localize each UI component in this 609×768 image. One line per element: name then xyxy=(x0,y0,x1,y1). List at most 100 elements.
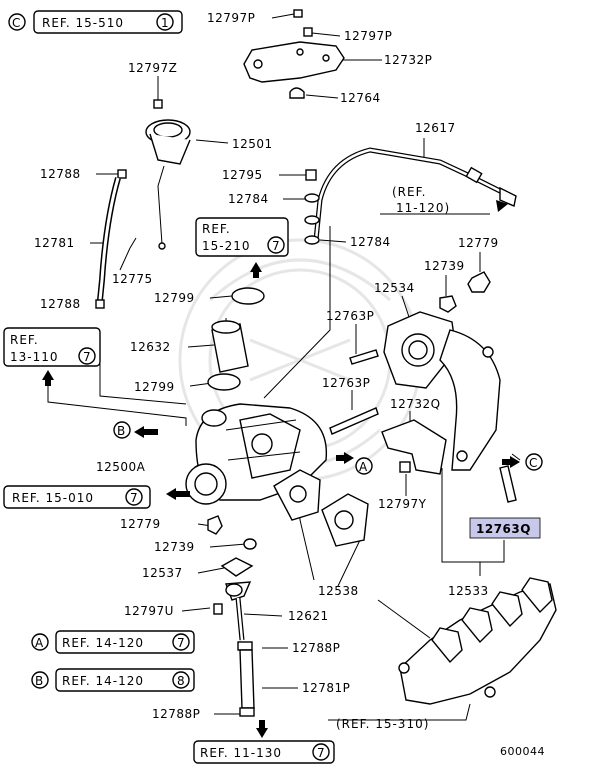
gasket-12537 xyxy=(220,557,254,577)
ref-13-110-line2: 13-110 xyxy=(10,350,59,364)
ref-15-210[interactable]: REF. 15-210 7 xyxy=(195,217,289,257)
ref-14-120-a-num: 7 xyxy=(177,636,186,650)
bracket-12732Q xyxy=(381,419,447,475)
ref-14-120-a-text: REF. 14-120 xyxy=(62,636,144,650)
clamp-12788P-b xyxy=(239,707,255,717)
ref-11-130[interactable]: REF. 11-130 7 xyxy=(193,740,335,764)
ref-15-210-line1: REF. xyxy=(202,222,231,236)
ref-15-010[interactable]: REF. 15-010 7 xyxy=(3,485,151,509)
washer-12739-a xyxy=(439,295,457,313)
label-12799-a: 12799 xyxy=(154,291,195,305)
clamp-12799-a xyxy=(231,287,265,305)
part-labels: 12797P 12797P 12732P 12764 12797Z 12501 … xyxy=(34,11,545,758)
clamp-12799-b xyxy=(207,373,241,391)
reference-boxes: C REF. 15-510 1 (REF. 11-120) REF. 15-21… xyxy=(3,10,450,764)
ref-13-110[interactable]: REF. 13-110 7 xyxy=(3,327,101,367)
label-12617: 12617 xyxy=(415,121,456,135)
label-12788-b: 12788 xyxy=(40,297,81,311)
bolt-12797Y xyxy=(399,461,411,473)
label-12795: 12795 xyxy=(222,168,263,182)
ref-15-310[interactable]: (REF. 15-310) xyxy=(336,717,429,731)
label-12763P-b: 12763P xyxy=(322,376,370,390)
label-12732Q: 12732Q xyxy=(390,397,441,411)
stud-12763Q xyxy=(499,465,517,503)
pin-12775 xyxy=(129,237,137,249)
ref-13-110-num: 7 xyxy=(83,350,92,364)
ref-15-010-text: REF. 15-010 xyxy=(12,491,94,505)
ref-11-130-num: 7 xyxy=(317,746,326,760)
washer-12739-b xyxy=(243,538,257,550)
ref-14-120-b[interactable]: B REF. 14-120 8 xyxy=(31,668,195,692)
diagram-code: 600044 xyxy=(500,745,545,758)
ref-13-110-line1: REF. xyxy=(10,333,39,347)
stud-12763P-b xyxy=(329,407,379,435)
label-12537: 12537 xyxy=(142,566,183,580)
bolt-12797P-b xyxy=(303,27,313,37)
label-12781: 12781 xyxy=(34,236,75,250)
ref-15-210-num: 7 xyxy=(272,239,281,253)
callout-a xyxy=(355,457,373,475)
label-12775: 12775 xyxy=(112,272,153,286)
ref-15-010-num: 7 xyxy=(130,491,139,505)
ref-14-120-b-num: 8 xyxy=(177,674,186,688)
ref-14-120-a[interactable]: A REF. 14-120 7 xyxy=(31,630,195,654)
label-12534: 12534 xyxy=(374,281,415,295)
callout-c xyxy=(525,453,543,471)
label-12784-b: 12784 xyxy=(350,235,391,249)
nut-12779-a xyxy=(467,271,491,293)
ref-11-130-text: REF. 11-130 xyxy=(200,746,282,760)
part-shapes xyxy=(95,9,557,717)
stud-12763P-a xyxy=(349,349,379,365)
callout-a-letter: A xyxy=(359,460,368,474)
bolt-12797P-a xyxy=(293,9,303,18)
washer-12784-a xyxy=(304,193,320,203)
highlight-box-12763Q xyxy=(469,517,541,539)
label-12797Z: 12797Z xyxy=(128,61,177,75)
callout-c-letter: C xyxy=(529,456,538,470)
bracket-12732P xyxy=(243,41,345,83)
washer-12784-c xyxy=(304,215,320,225)
label-12797P-b: 12797P xyxy=(344,29,392,43)
label-12799-b: 12799 xyxy=(134,380,175,394)
turbocharger-12500A xyxy=(185,403,328,505)
direction-arrows xyxy=(42,200,520,738)
callout-markers: B A C xyxy=(113,421,543,475)
label-12797Y: 12797Y xyxy=(378,497,427,511)
nut-12779-b xyxy=(207,515,223,535)
clip-12764 xyxy=(289,87,305,99)
label-12763Q: 12763Q xyxy=(476,522,531,536)
washer-12784-b xyxy=(304,235,320,245)
clamp-12788-b xyxy=(95,299,105,309)
ref-11-120[interactable]: (REF. 11-120) xyxy=(392,185,450,215)
label-12797P-a: 12797P xyxy=(207,11,255,25)
ref-11-120-line2: 11-120) xyxy=(396,201,450,215)
ref-14-120-b-text: REF. 14-120 xyxy=(62,674,144,688)
label-12763P-a: 12763P xyxy=(326,309,374,323)
label-12533: 12533 xyxy=(448,584,489,598)
leader-lines xyxy=(47,13,505,721)
label-12739-b: 12739 xyxy=(154,540,195,554)
label-12788P-b: 12788P xyxy=(152,707,200,721)
bolt-12795 xyxy=(305,169,317,181)
oil-return-pipe-12621 xyxy=(225,581,252,641)
clamp-12788P-a xyxy=(237,641,253,651)
callout-b-letter: B xyxy=(117,424,126,438)
ref-14-120-b-letter: B xyxy=(35,674,44,688)
label-12739-a: 12739 xyxy=(424,259,465,273)
label-12781P: 12781P xyxy=(302,681,350,695)
label-12632: 12632 xyxy=(130,340,171,354)
clamp-12788-a xyxy=(117,169,127,179)
callout-b xyxy=(113,421,131,439)
label-12779-b: 12779 xyxy=(120,517,161,531)
label-12784-a: 12784 xyxy=(228,192,269,206)
wastegate-actuator-12501 xyxy=(145,99,191,250)
ref-15-510[interactable]: C REF. 15-510 1 xyxy=(8,10,183,34)
ref-15-510-text: REF. 15-510 xyxy=(42,16,124,30)
label-12788-a: 12788 xyxy=(40,167,81,181)
ref-14-120-a-letter: A xyxy=(35,636,44,650)
ref-15-210-line2: 15-210 xyxy=(202,239,251,253)
ref-15-310-text: (REF. 15-310) xyxy=(336,717,429,731)
ref-15-510-letter: C xyxy=(12,16,21,30)
label-12788P-a: 12788P xyxy=(292,641,340,655)
